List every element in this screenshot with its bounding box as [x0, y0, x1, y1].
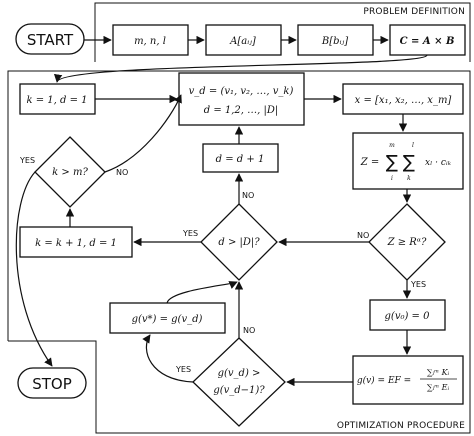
label-k-yes: YES	[19, 156, 35, 165]
g-vstar-text: g(v*) = g(v_d)	[132, 314, 203, 325]
g-v0-box	[369, 299, 446, 331]
x-vector-text: x = [x₁, x₂, …, x_m]	[355, 95, 452, 106]
stop-label: STOP	[32, 375, 72, 393]
z-sum-outer-symbol: ∑	[386, 152, 398, 173]
label-k-no: NO	[116, 168, 128, 177]
z-sum-inner-bottom: k	[407, 175, 411, 182]
vd-box	[178, 72, 305, 126]
vd-text-line1: v_d = (v₁, v₂, …, v_k)	[189, 86, 294, 97]
k-increment-box	[19, 226, 133, 258]
ef-lhs-text: g(v) = EF =	[357, 375, 411, 386]
start-label: START	[27, 31, 74, 49]
params-box	[112, 24, 189, 56]
z-sum-inner-top: l	[412, 142, 414, 149]
g-compare-text-line1: g(v_d) >	[218, 368, 261, 379]
label-d-yes: YES	[182, 229, 198, 238]
g-compare-text-line2: g(v_d−1)?	[213, 385, 265, 396]
arrow-k-yes-to-stop	[15, 171, 53, 367]
d-gt-D-decision	[200, 203, 278, 281]
ef-numerator-text: ∑ᵢᵐ Kᵢ	[427, 368, 450, 377]
z-expr-text: xₗ · cᵢₖ	[425, 158, 452, 168]
k-increment-text: k = k + 1, d = 1	[35, 238, 117, 249]
arrow-k-no-to-vd	[104, 94, 182, 173]
matrix-a-text: A[aᵢⱼ]	[229, 36, 256, 47]
problem-definition-title: PROBLEM DEFINITION	[363, 7, 465, 17]
z-sum-outer-top: m	[389, 142, 395, 149]
k-gt-m-text: k > m?	[52, 167, 88, 178]
init-text: k = 1, d = 1	[26, 95, 87, 106]
label-d-no: NO	[242, 191, 254, 200]
ef-box	[352, 355, 464, 405]
z-sum-inner-symbol: ∑	[403, 152, 415, 173]
z-ge-r-text: Z ≥ Rᵅ?	[387, 237, 427, 248]
g-compare-decision	[192, 337, 286, 427]
arrow-vstar-to-d	[166, 281, 238, 304]
matrix-b-text: B[bᵢⱼ]	[321, 36, 348, 47]
params-text: m, n, l	[134, 36, 166, 47]
label-z-no: NO	[357, 231, 369, 240]
g-v0-text: g(v₀) = 0	[385, 311, 431, 322]
k-gt-m-decision	[34, 136, 106, 208]
d-increment-box	[202, 143, 279, 173]
d-gt-D-text: d > |D|?	[218, 237, 260, 248]
product-box	[389, 24, 466, 56]
stop-terminal	[17, 367, 87, 399]
label-compare-no: NO	[243, 326, 255, 335]
d-increment-text: d = d + 1	[216, 154, 265, 165]
product-text: C = A × B	[400, 36, 455, 47]
arrow-compare-yes-to-vstar	[142, 334, 194, 383]
z-box	[352, 132, 464, 190]
optimization-procedure-title: OPTIMIZATION PROCEDURE	[337, 421, 465, 431]
z-sum-outer-bottom: i	[391, 175, 393, 182]
ef-denominator-text: ∑ᵢᵐ Eᵢ	[427, 383, 450, 392]
x-vector-box	[342, 83, 464, 115]
problem-definition-frame	[94, 2, 471, 62]
label-z-yes: YES	[410, 280, 426, 289]
label-compare-yes: YES	[175, 365, 191, 374]
z-prefix-text: Z =	[360, 157, 380, 168]
optimization-procedure-frame	[7, 70, 471, 434]
g-vstar-box	[109, 302, 226, 334]
arrow-product-to-init	[54, 54, 428, 83]
matrix-a-box	[205, 24, 282, 56]
start-terminal	[15, 23, 85, 55]
vd-text-line2: d = 1,2, …, |D|	[204, 105, 279, 116]
